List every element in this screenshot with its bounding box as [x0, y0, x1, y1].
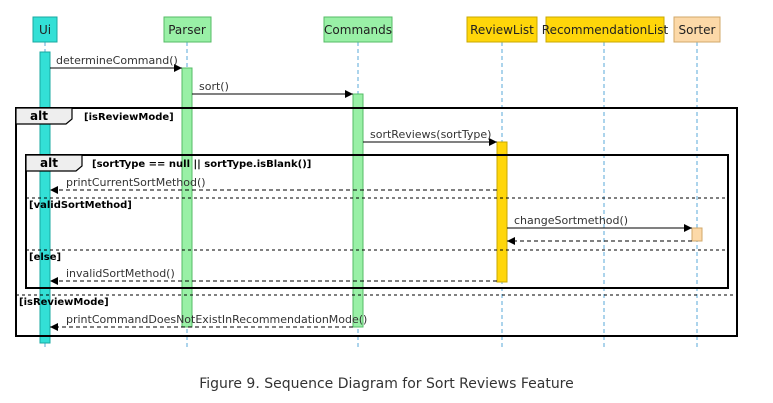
participant-label-parser: Parser: [168, 23, 206, 37]
lifelines: [44, 42, 698, 348]
activation-reviewlist: [496, 141, 508, 283]
alt-outer-frame: [15, 107, 738, 337]
activation-commands: [352, 93, 364, 328]
message-label-sort: sort(): [199, 80, 229, 93]
participant-label-reviewlist: ReviewList: [470, 23, 534, 37]
alt-outer-label: alt: [30, 109, 48, 123]
alt-inner-frame: [25, 154, 729, 289]
participant-box-ui: [32, 16, 58, 43]
participants: Ui Parser Commands ReviewList Recommenda…: [32, 16, 721, 43]
message-label-print-current-sort-method: printCurrentSortMethod(): [66, 176, 206, 189]
alt-outer-label-tab: [15, 107, 73, 125]
alt-inner-guard: [sortType == null || sortType.isBlank()]: [92, 159, 311, 170]
message-label-invalid-sort-method: invalidSortMethod(): [66, 267, 175, 280]
participant-box-recommendationlist: [545, 16, 665, 43]
alt-inner-label: alt: [40, 156, 58, 170]
participant-box-parser: [163, 16, 212, 43]
alt-inner-guard-2: [validSortMethod]: [29, 200, 132, 211]
participant-label-recommendationlist: RecommendationList: [542, 23, 669, 37]
alt-inner-guard-3: [else]: [29, 252, 61, 263]
figure-caption: Figure 9. Sequence Diagram for Sort Revi…: [199, 376, 574, 392]
message-label-print-command-not-exist: printCommandDoesNotExistInRecommendation…: [66, 313, 367, 326]
message-label-sort-reviews: sortReviews(sortType): [370, 128, 491, 141]
alt-inner-label-tab: [25, 154, 83, 172]
participant-box-reviewlist: [466, 16, 538, 43]
message-label-change-sort-method: changeSortmethod(): [514, 214, 628, 227]
alt-outer-else-guard: [isReviewMode]: [19, 297, 109, 308]
message-label-determine-command: determineCommand(): [56, 54, 178, 67]
participant-box-sorter: [673, 16, 721, 43]
participant-label-commands: Commands: [324, 23, 392, 37]
participant-label-sorter: Sorter: [679, 23, 716, 37]
participant-box-commands: [323, 16, 393, 43]
alt-fragment-inner: alt [sortType == null || sortType.isBlan…: [25, 154, 729, 289]
alt-outer-guard: [isReviewMode]: [84, 112, 174, 123]
activation-sorter: [691, 227, 703, 242]
messages: determineCommand() sort() sortReviews(so…: [50, 54, 692, 331]
participant-label-ui: Ui: [39, 23, 51, 37]
alt-fragment-outer: alt [isReviewMode] [isReviewMode]: [15, 107, 738, 337]
